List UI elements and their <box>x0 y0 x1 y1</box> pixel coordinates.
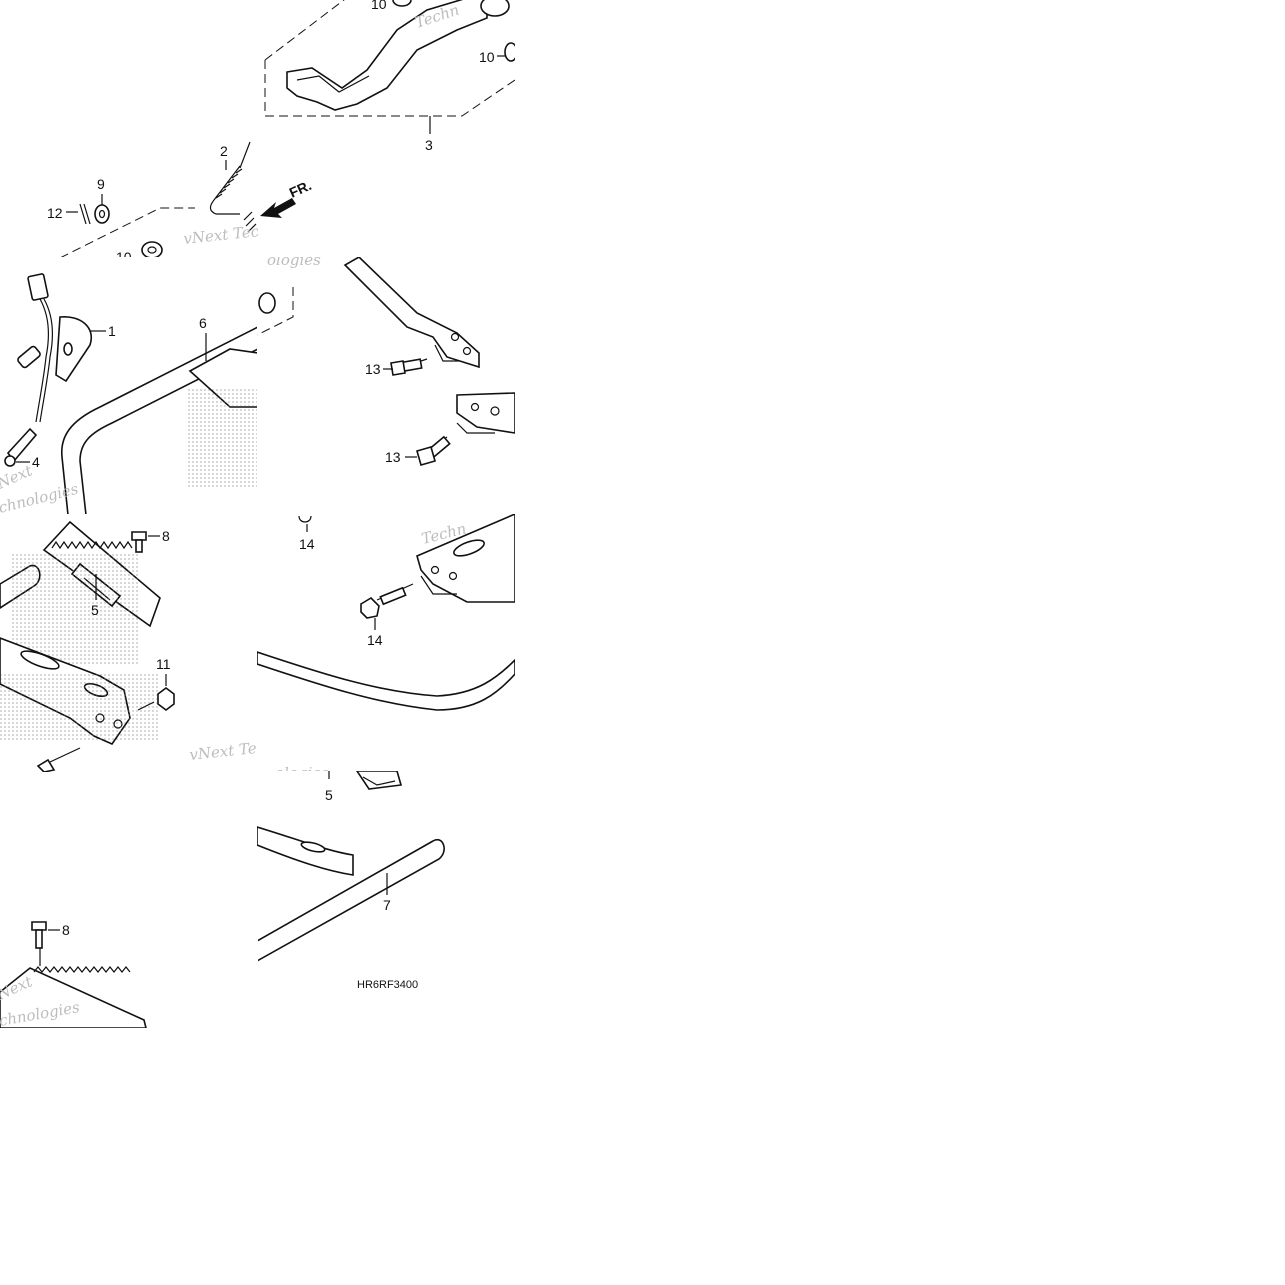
callout-13-a: 13 <box>365 361 381 377</box>
callout-9: 9 <box>97 176 105 192</box>
watermark-vnext-a: vNext Tec <box>183 222 258 248</box>
callout-7: 7 <box>383 897 391 913</box>
callout-14-b: 14 <box>367 632 383 648</box>
tile-bolts-13: ologies 13 13 <box>257 257 515 515</box>
callout-11: 11 <box>156 656 171 672</box>
callout-10-b: 10 <box>479 49 495 65</box>
callout-8-b: 8 <box>62 922 70 938</box>
watermark-ologies-b: ologies <box>275 764 329 772</box>
callout-10-a: 10 <box>371 0 387 12</box>
tile-spring-area: 2 9 12 10 vNext Tec <box>0 128 258 258</box>
watermark-vnext-b: vNext Tec <box>189 738 258 764</box>
arrow-icon <box>260 198 296 218</box>
callout-3: 3 <box>425 137 433 153</box>
tile-frame-tube: 5 7 HR6RF3400 <box>257 771 515 1029</box>
callout-5-b: 5 <box>325 787 333 803</box>
callout-4: 4 <box>32 454 40 470</box>
tile-footpeg-bottom: 8 Next chnologies <box>0 902 258 1028</box>
callout-12: 12 <box>47 205 63 221</box>
front-direction-arrow: FR. <box>260 178 314 218</box>
tile-switch-frame: 1 4 6 Next chnologies <box>0 257 258 515</box>
callout-6: 6 <box>199 315 207 331</box>
front-label: FR. <box>287 178 314 201</box>
watermark-ologies-a: ologies <box>267 257 321 269</box>
callout-13-b: 13 <box>385 449 401 465</box>
tile-brake-pedal: 3 10 10 Techn <box>257 0 515 257</box>
callout-8-a: 8 <box>162 528 170 544</box>
callout-10-c: 10 <box>116 249 132 258</box>
callout-14-a: 14 <box>299 536 315 552</box>
tile-bolts-14: 14 Techn 14 ologies <box>257 514 515 772</box>
callout-1: 1 <box>108 323 116 339</box>
callout-5-a: 5 <box>91 602 99 618</box>
watermark-next-a: Next <box>0 461 36 493</box>
tile-footpeg-left: 5 8 11 vNext Tec <box>0 514 258 772</box>
callout-2: 2 <box>220 143 228 159</box>
diagram-code: HR6RF3400 <box>357 979 418 991</box>
